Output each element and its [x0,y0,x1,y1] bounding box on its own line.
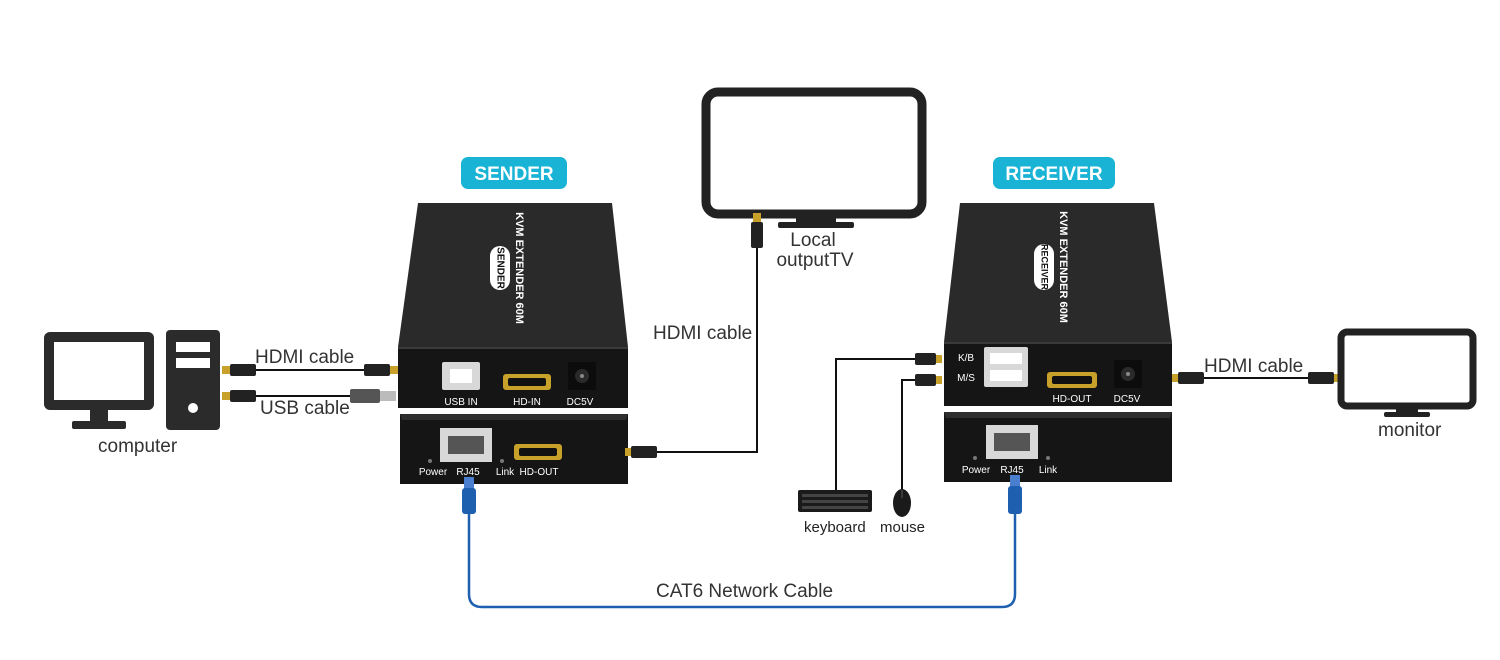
network-cable [462,475,1022,609]
mouse-label: mouse [880,519,925,536]
sender-device: SENDER KVM EXTENDER 60M USB IN HD-IN DC5… [398,203,628,484]
hdmi-cable-right-label: HDMI cable [1204,356,1303,377]
receiver-tag-text: RECEIVER [1005,164,1102,185]
sender-side-badge-text: SENDER [494,247,505,289]
local-tv-label-line2: outputTV [776,250,853,271]
monitor-hdmi-cable [1172,372,1340,384]
kb-label: K/B [958,353,974,364]
sender-side-label: KVM EXTENDER 60M [513,212,525,324]
mouse-icon [893,489,911,517]
hdmi-cable-mid-label: HDMI cable [653,323,752,344]
sender-hd-out-label: HD-OUT [520,467,559,478]
receiver-device: RECEIVER KVM EXTENDER 60M K/B M/S HD-OUT… [944,203,1172,482]
computer-icon [44,330,220,430]
usb-in-label: USB IN [444,397,477,408]
receiver-rj45-label: RJ45 [1000,465,1024,476]
receiver-power-label: Power [962,465,991,476]
tv-hdmi-cable [625,213,763,458]
keyboard-cable [835,353,942,490]
sender-power-label: Power [419,467,448,478]
receiver-link-label: Link [1039,465,1058,476]
hd-in-label: HD-IN [513,397,541,408]
usb-cable-label: USB cable [260,398,350,419]
sender-side-badge [490,246,510,290]
monitor-label: monitor [1378,420,1442,441]
sender-tag: SENDER [461,157,567,189]
sender-link-label: Link [496,467,515,478]
local-tv-label-line1: Local [790,230,835,251]
computer-label: computer [98,436,178,457]
ms-label: M/S [957,373,975,384]
sender-tag-text: SENDER [474,164,553,185]
receiver-side-badge-text: RECEIVER [1040,244,1050,291]
monitor-icon [1337,328,1477,417]
mouse-cable [901,374,942,490]
keyboard-icon [798,490,872,512]
local-tv-icon [701,87,927,228]
receiver-dc-label: DC5V [1114,394,1141,405]
hdmi-cable-left-label: HDMI cable [255,347,354,368]
receiver-side-badge [1034,244,1054,290]
computer-usb-cable [222,389,396,403]
computer-hdmi-cable [222,364,398,376]
receiver-hd-out-label: HD-OUT [1053,394,1092,405]
sender-rj45-label: RJ45 [456,467,480,478]
receiver-side-label: KVM EXTENDER 60M [1057,211,1069,323]
keyboard-label: keyboard [804,519,866,536]
receiver-tag: RECEIVER [993,157,1115,189]
sender-dc-label: DC5V [567,397,594,408]
network-cable-label: CAT6 Network Cable [656,581,833,602]
